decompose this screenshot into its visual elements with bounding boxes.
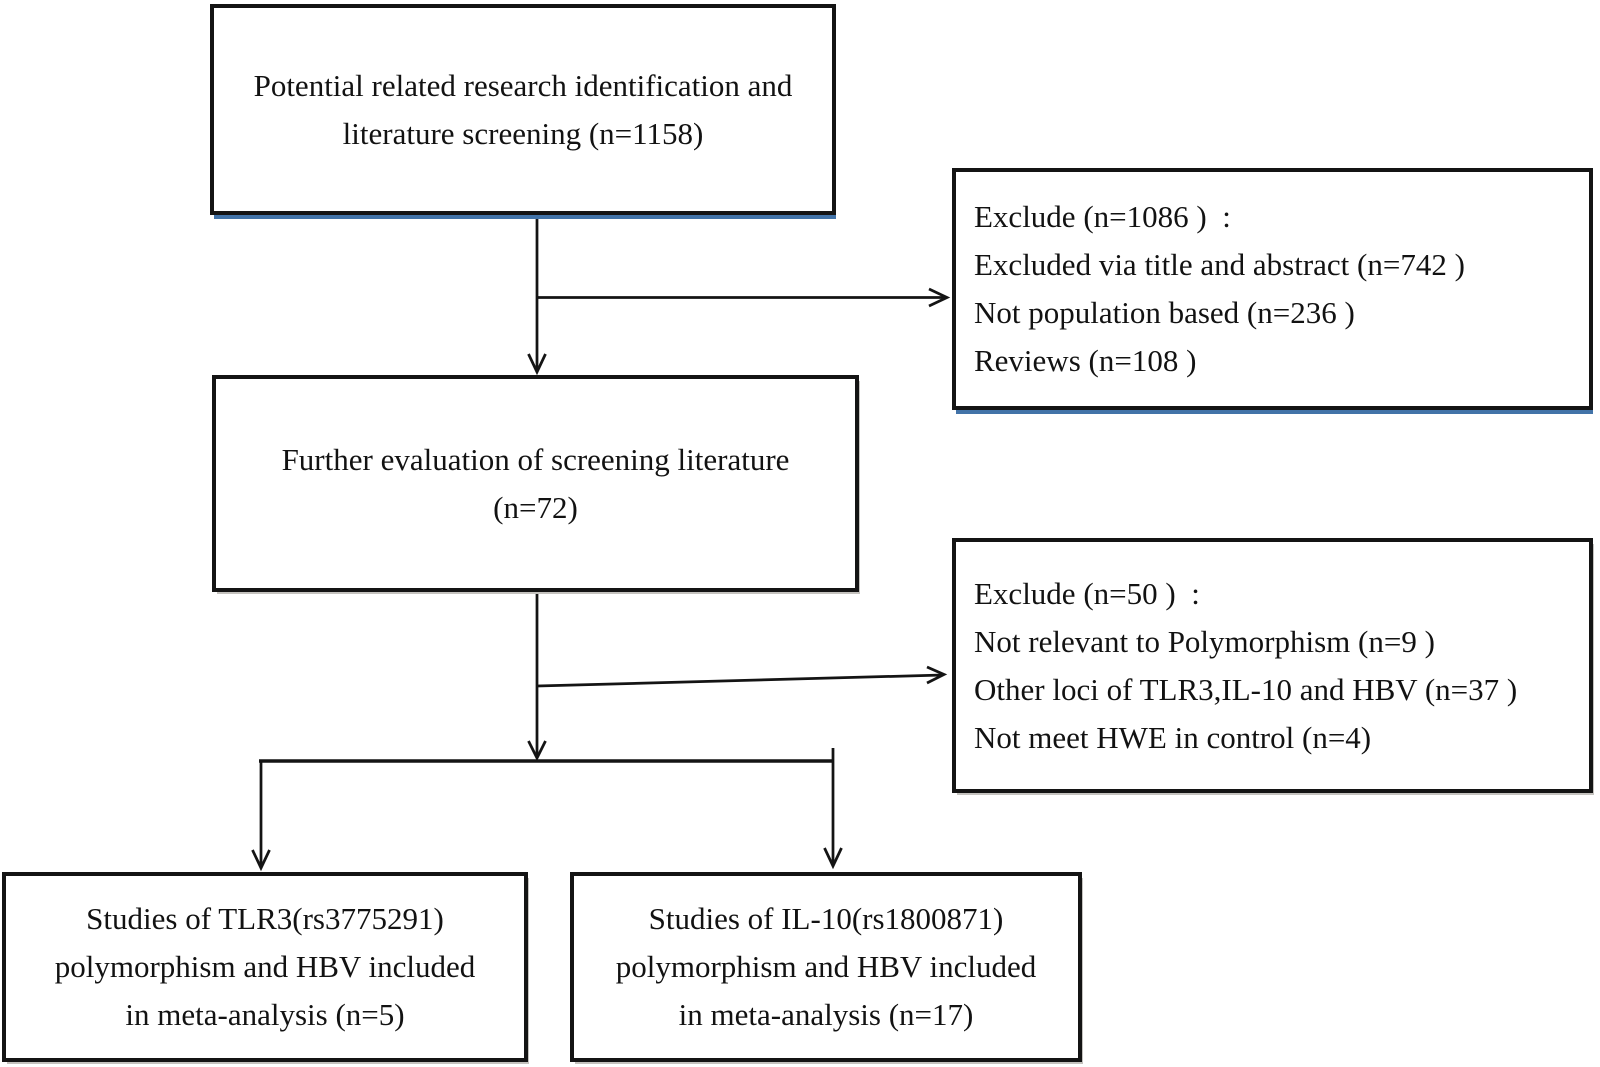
evaluation-line-1: Further evaluation of screening literatu… (281, 441, 790, 477)
il10-line-1: Studies of IL-10(rs1800871) (648, 901, 1004, 936)
il10-line-3: in meta-analysis (n=17) (678, 997, 974, 1032)
exclude2-reason-3: Not meet HWE in control (n=4) (974, 719, 1372, 755)
box-further-evaluation: Further evaluation of screening literatu… (212, 375, 859, 592)
box-il10-studies: Studies of IL-10(rs1800871) polymorphism… (570, 872, 1082, 1062)
box-exclude-second-screening: Exclude (n=50 ) : Not relevant to Polymo… (952, 538, 1593, 793)
arrowhead-into-il10-box (823, 847, 843, 870)
exclude2-header: Exclude (n=50 ) : (974, 575, 1200, 611)
exclude1-reason-1: Excluded via title and abstract (n=742 ) (974, 247, 1465, 282)
box-identification: Potential related research identificatio… (210, 4, 836, 215)
evaluation-line-2: (n=72) (493, 489, 578, 525)
box-tlr3-studies: Studies of TLR3(rs3775291) polymorphism … (2, 872, 528, 1062)
il10-line-2: polymorphism and HBV included (615, 949, 1037, 984)
box-exclude-first-screening: Exclude (n=1086 ) : Excluded via title a… (952, 168, 1593, 410)
exclude1-reason-3: Reviews (n=108 ) (974, 343, 1197, 378)
arrowhead-into-junction (527, 740, 547, 762)
arrowhead-into-evaluation (527, 353, 547, 376)
identification-line-1: Potential related research identificatio… (253, 67, 793, 103)
exclude2-reason-1: Not relevant to Polymorphism (n=9 ) (974, 623, 1435, 659)
tlr3-line-2: polymorphism and HBV included (54, 949, 476, 984)
arrowhead-into-exclude-1 (928, 287, 951, 308)
connector-to-exclude-2 (536, 673, 944, 688)
tlr3-line-3: in meta-analysis (n=5) (125, 997, 405, 1032)
exclude1-header: Exclude (n=1086 ) : (974, 199, 1231, 234)
tlr3-line-1: Studies of TLR3(rs3775291) (86, 901, 444, 936)
arrowhead-into-exclude-2 (926, 665, 948, 685)
arrowhead-into-tlr3-box (251, 849, 271, 872)
exclude2-reason-2: Other loci of TLR3,IL-10 and HBV (n=37 ) (974, 671, 1518, 707)
exclude1-reason-2: Not population based (n=236 ) (974, 295, 1355, 330)
identification-line-2: literature screening (n=1158) (342, 115, 704, 151)
